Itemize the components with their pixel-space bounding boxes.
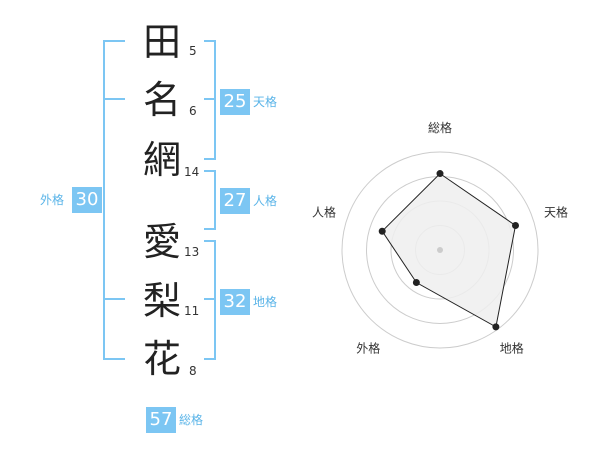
soukaku-badge: 57 [146,407,176,433]
tenkaku-tick [204,98,216,100]
stroke-count-4: 13 [184,245,200,259]
chikaku-label: 地格 [253,295,278,309]
stroke-count-5: 11 [184,304,200,318]
radar-point [511,221,519,229]
gaikaku-tick-2 [103,298,125,300]
jinkaku-badge: 27 [220,188,250,214]
axis-label-soukaku: 総格 [428,120,452,135]
radar-center-dot [437,247,443,253]
gaikaku-tick-1 [103,98,125,100]
jinkaku-bracket [204,170,216,230]
stroke-count-3: 14 [184,165,200,179]
tenkaku-label: 天格 [253,95,278,109]
tenkaku-bracket [204,40,216,160]
stroke-count-2: 6 [189,104,197,118]
axis-label-tenkaku: 天格 [544,204,568,219]
radar-ring [341,151,539,349]
name-char-1: 田 [143,20,182,64]
name-char-6: 花 [143,337,182,381]
jinkaku-label: 人格 [253,194,278,208]
tenkaku-badge: 25 [220,89,250,115]
chikaku-badge: 32 [220,289,250,315]
radar-polygon [381,172,517,328]
radar-point [436,170,444,178]
axis-label-jinkaku: 人格 [312,204,336,219]
gaikaku-badge: 30 [72,187,102,213]
gaikaku-bracket [103,40,125,360]
axis-label-chikaku: 地格 [500,341,524,356]
chikaku-tick [204,298,216,300]
name-char-3: 網 [143,138,182,182]
chikaku-bracket [204,240,216,360]
axis-label-gaikaku: 外格 [356,341,380,356]
radar-point [492,323,500,331]
radar-point [378,227,386,235]
radar-point [412,279,420,287]
gaikaku-label: 外格 [40,193,65,207]
radar-points [378,170,519,331]
stroke-count-6: 8 [189,364,197,378]
name-char-5: 梨 [143,279,182,323]
gaikaku-group: 外格 [40,187,64,213]
name-char-2: 名 [143,78,182,122]
name-char-4: 愛 [143,220,182,264]
stroke-count-1: 5 [189,44,197,58]
soukaku-label: 総格 [179,413,204,427]
